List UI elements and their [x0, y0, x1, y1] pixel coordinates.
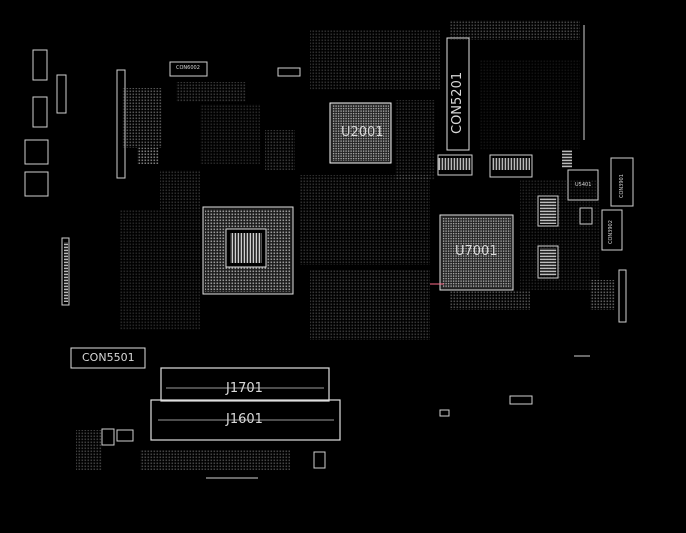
- con5501-connector: [70, 347, 146, 369]
- con5501-label: CON5501: [82, 351, 135, 364]
- con5201-label: CON5201: [450, 71, 465, 134]
- j1701-label: J1701: [226, 381, 263, 396]
- j1601-slot: [150, 399, 341, 441]
- u7001-label: U7001: [455, 244, 498, 259]
- u5401-label: U5401: [575, 182, 592, 188]
- cpu-socket: [202, 206, 294, 295]
- u2001-chip: [329, 102, 392, 164]
- con3902-label: CON3902: [608, 220, 614, 244]
- j1701-slot: [160, 367, 330, 402]
- component-clusters: [64, 20, 615, 470]
- right-components: [101, 25, 634, 479]
- u7001-chip: [430, 214, 514, 291]
- con3901-label: CON3901: [619, 174, 625, 198]
- con6002-label: CON6002: [176, 65, 200, 71]
- j1601-label: J1601: [226, 412, 263, 427]
- u2001-label: U2001: [341, 125, 384, 140]
